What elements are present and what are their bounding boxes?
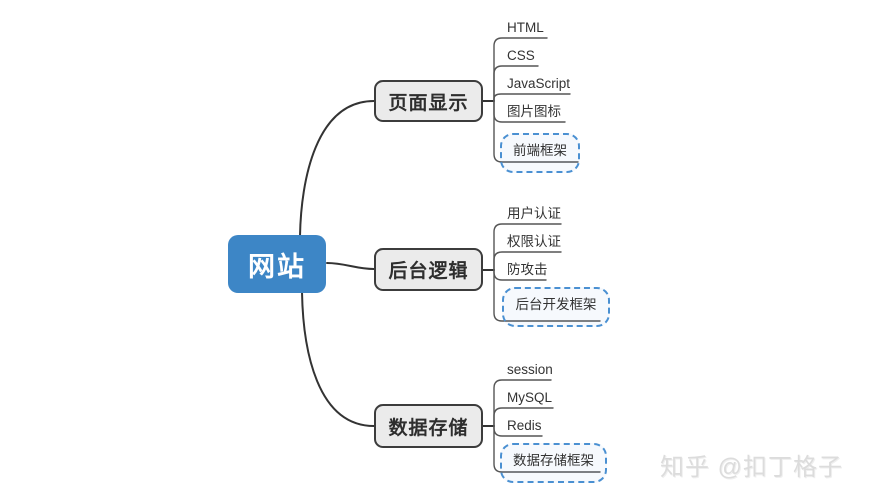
leaf-topic-image-icons[interactable]: 图片图标 — [507, 104, 561, 119]
root-topic-website[interactable]: 网站 — [228, 235, 326, 293]
leaf-topic-permission-auth[interactable]: 权限认证 — [507, 234, 561, 249]
boundary-backend-framework[interactable]: 后台开发框架 — [502, 287, 610, 327]
branch2-leaf-lines — [493, 223, 601, 322]
boundary-label: 数据存储框架 — [513, 452, 594, 468]
root-branch-curves — [299, 100, 495, 427]
leaf-topic-mysql[interactable]: MySQL — [507, 390, 553, 405]
leaf-topic-redis[interactable]: Redis — [507, 418, 542, 433]
leaf-topic-html[interactable]: HTML — [507, 20, 544, 35]
leaf-topic-user-auth[interactable]: 用户认证 — [507, 206, 561, 221]
leaf-topic-css[interactable]: CSS — [507, 48, 535, 63]
branch-topic-page-display[interactable]: 页面显示 — [374, 80, 483, 122]
leaf-topic-session[interactable]: session — [507, 362, 553, 377]
leaf-topic-anti-attack[interactable]: 防攻击 — [507, 262, 548, 277]
leaf-topic-javascript[interactable]: JavaScript — [507, 76, 571, 91]
boundary-storage-framework[interactable]: 数据存储框架 — [500, 443, 607, 483]
branch-topic-backend-logic[interactable]: 后台逻辑 — [374, 248, 483, 291]
boundary-label: 前端框架 — [513, 142, 567, 158]
boundary-frontend-framework[interactable]: 前端框架 — [500, 133, 580, 173]
boundary-label: 后台开发框架 — [515, 296, 597, 312]
branch-topic-data-storage[interactable]: 数据存储 — [374, 404, 483, 448]
zhihu-watermark: 知乎 @扣丁格子 — [660, 454, 844, 481]
